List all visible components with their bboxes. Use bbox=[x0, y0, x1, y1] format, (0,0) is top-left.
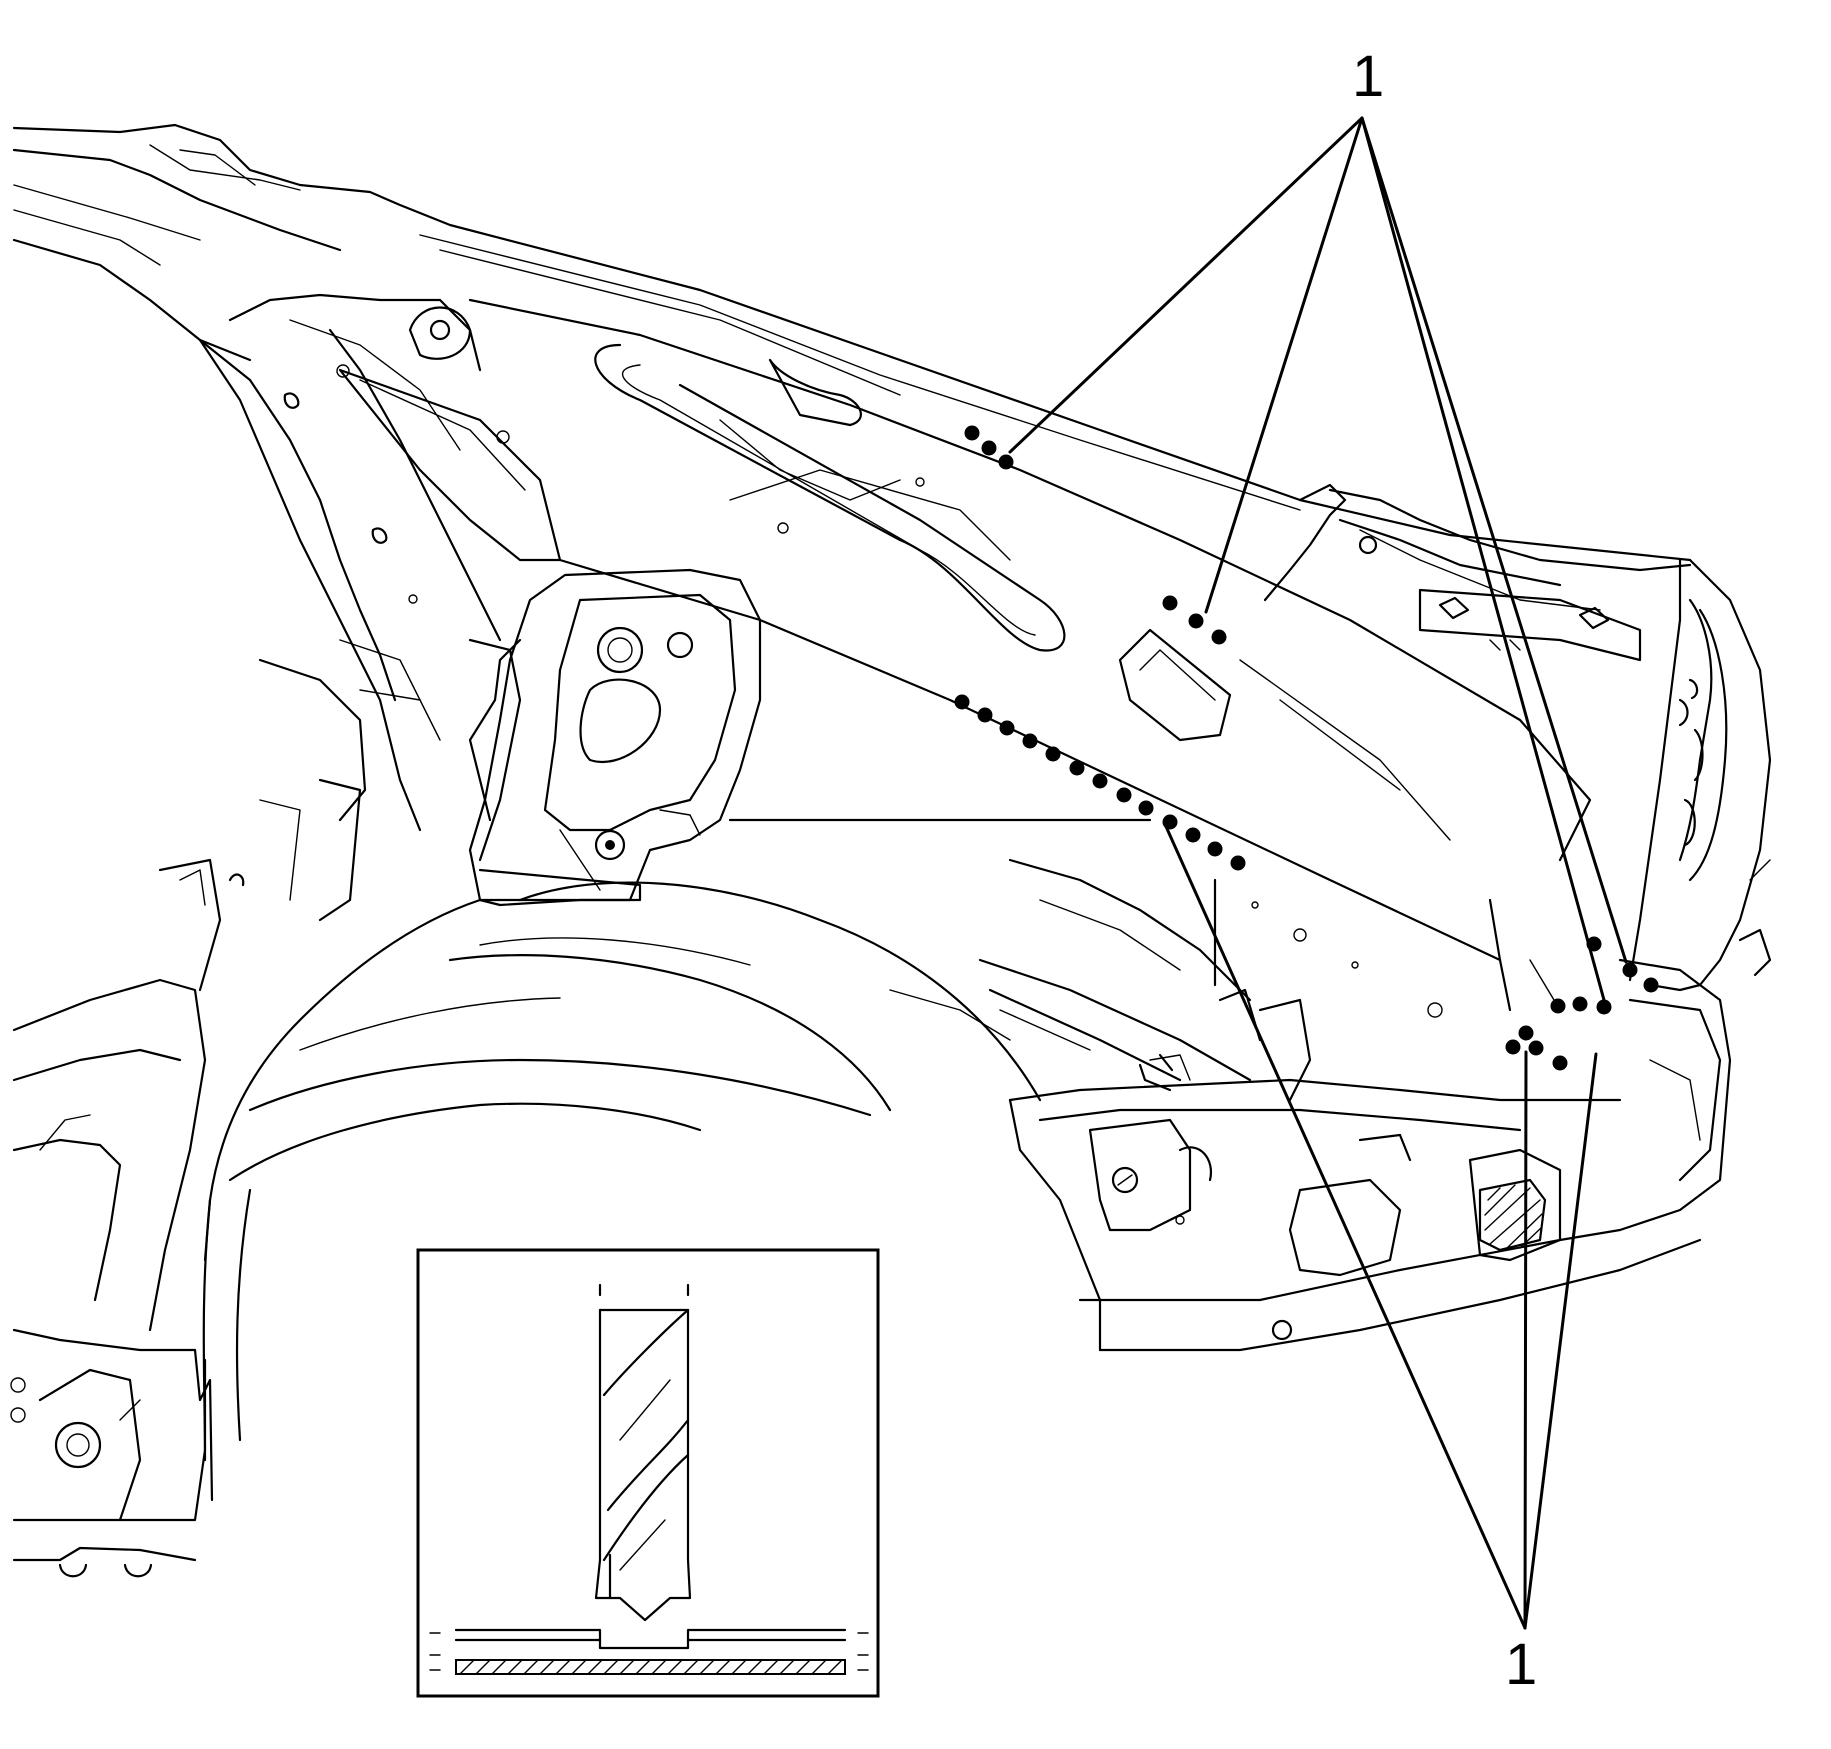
quarter-lower-panel bbox=[889, 858, 1561, 1082]
weld-spot bbox=[1116, 787, 1132, 803]
callout-label-1: 1 bbox=[1352, 44, 1385, 109]
weld-spot bbox=[1528, 1040, 1544, 1056]
weld-spot bbox=[1207, 841, 1223, 857]
weld-spot bbox=[964, 425, 980, 441]
lower-side-panel bbox=[158, 338, 522, 992]
weld-spot bbox=[999, 720, 1015, 736]
drill-bit-icon bbox=[594, 1283, 692, 1622]
weld-spot bbox=[1162, 595, 1178, 611]
weld-spots-lower-row bbox=[954, 694, 1246, 871]
rear-end-panel bbox=[1263, 483, 1772, 1242]
weld-spot bbox=[1518, 1025, 1534, 1041]
weld-spot bbox=[981, 440, 997, 456]
weld-spot bbox=[1572, 996, 1588, 1012]
weld-spot bbox=[1211, 629, 1227, 645]
weld-spot bbox=[1185, 827, 1201, 843]
weld-spot bbox=[1622, 962, 1638, 978]
weld-spot bbox=[1069, 760, 1085, 776]
leader-lines-top bbox=[1008, 116, 1628, 1002]
weld-spots-upper-mid bbox=[1162, 595, 1227, 645]
weld-spot bbox=[1505, 1039, 1521, 1055]
rear-floor-box bbox=[1008, 988, 1702, 1352]
weld-spot bbox=[1045, 746, 1061, 762]
weld-spot bbox=[998, 454, 1014, 470]
metal-layers bbox=[429, 1628, 869, 1675]
leader-lines-bottom bbox=[1162, 820, 1598, 1630]
shock-tower-bracket bbox=[468, 568, 762, 907]
diagonal-reinforcement bbox=[468, 298, 1592, 1018]
quarter-inner-panel bbox=[198, 293, 562, 702]
weld-spot bbox=[1022, 733, 1038, 749]
weld-spots-upper-left bbox=[964, 425, 1014, 470]
drill-inset bbox=[416, 1248, 880, 1698]
rocker-lower-left bbox=[10, 978, 214, 1578]
weld-spot bbox=[1092, 773, 1108, 789]
weld-spot bbox=[1550, 998, 1566, 1014]
weld-spot bbox=[954, 694, 970, 710]
weld-spot bbox=[977, 707, 993, 723]
roof-rail bbox=[12, 123, 1692, 562]
weld-spot bbox=[1138, 800, 1154, 816]
weld-spot bbox=[1643, 977, 1659, 993]
callout-label-1: 1 bbox=[1505, 1632, 1538, 1697]
weld-spot bbox=[1230, 855, 1246, 871]
weld-spot bbox=[1552, 1055, 1568, 1071]
weld-spot bbox=[1596, 999, 1612, 1015]
weld-spot bbox=[1188, 613, 1204, 629]
weld-spots-rear-cluster bbox=[1505, 936, 1659, 1071]
